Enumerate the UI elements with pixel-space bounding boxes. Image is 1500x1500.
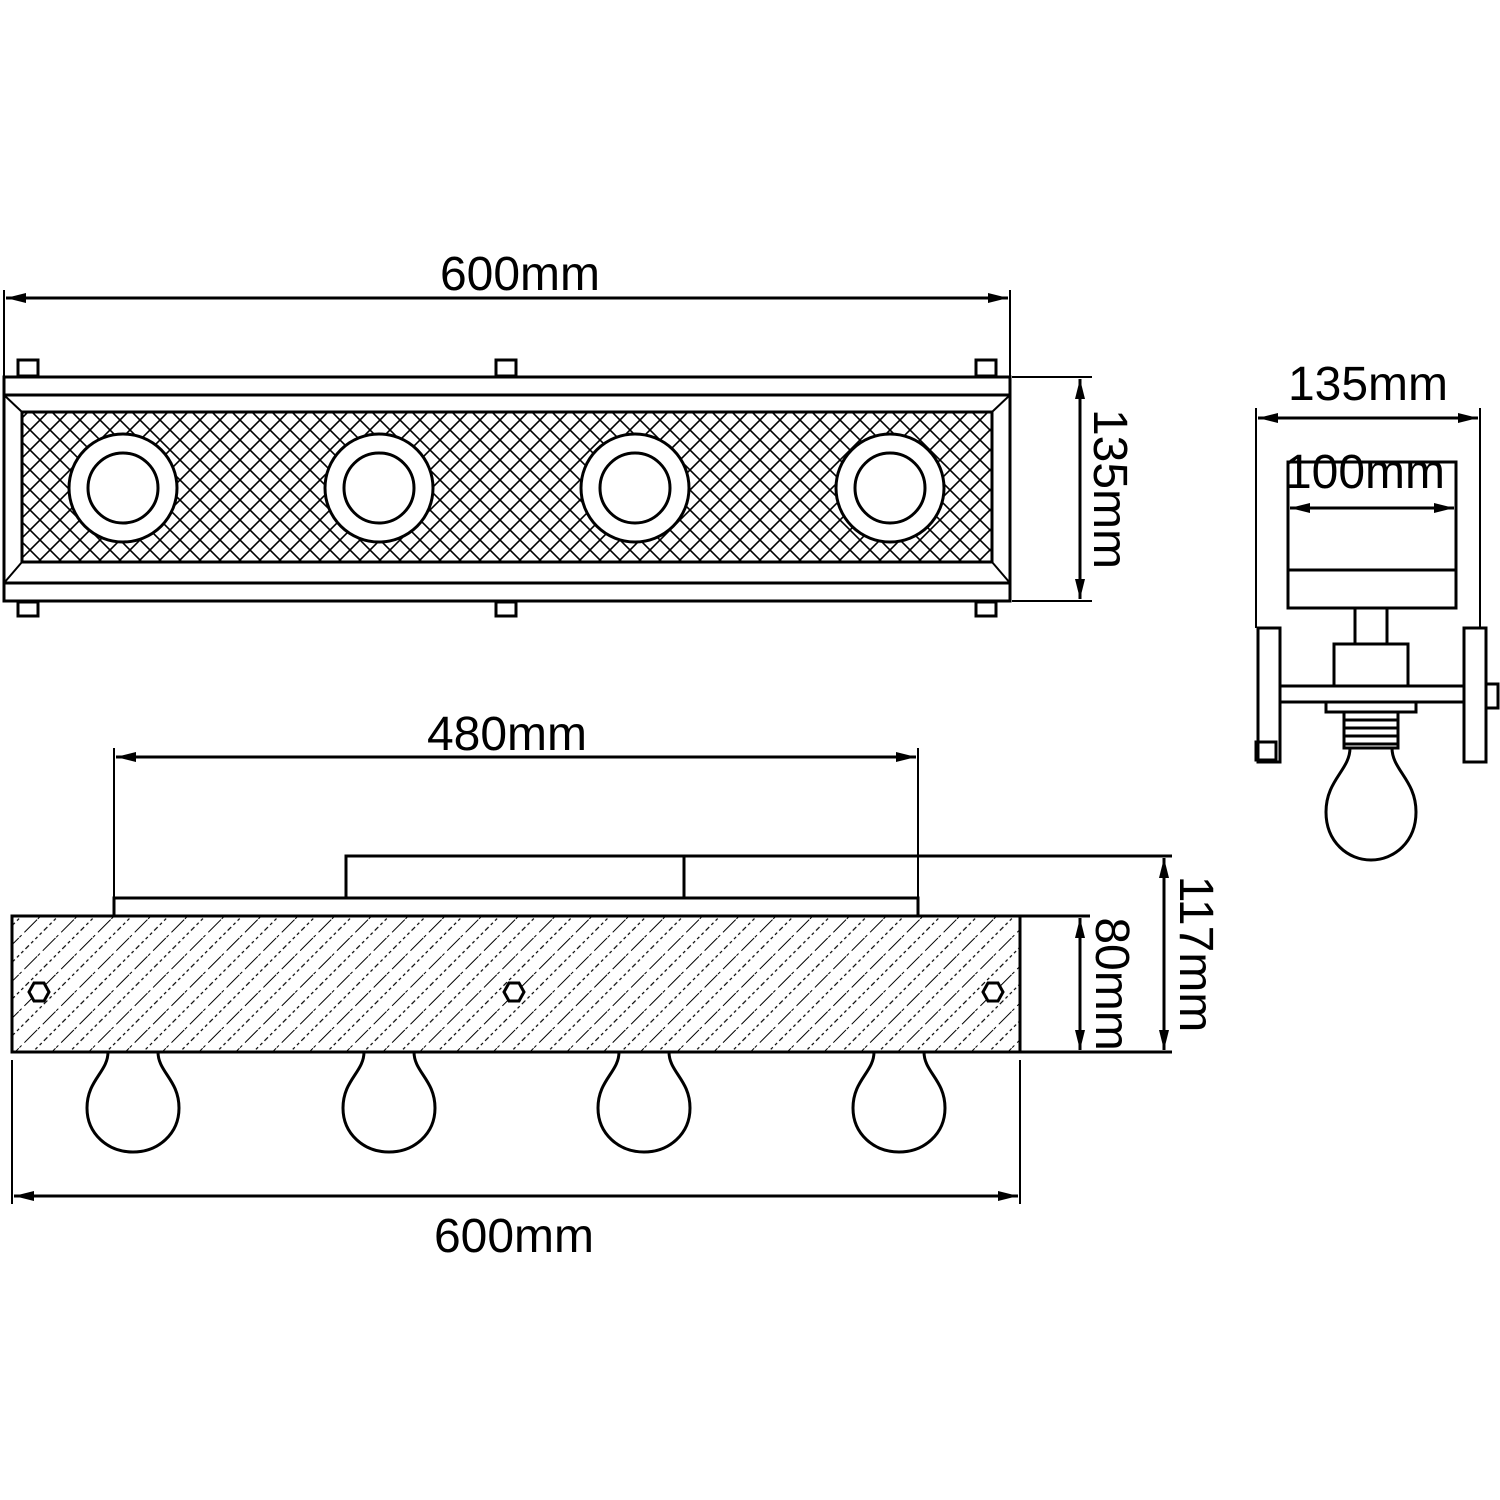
bulb-icon — [851, 1051, 947, 1154]
lamp-holder — [834, 432, 946, 544]
mounting-bar — [112, 896, 920, 918]
mounting-tab — [974, 358, 998, 378]
mounting-tab — [494, 600, 518, 618]
front-view: 480mm 80mm 117mm 600mm — [10, 708, 1222, 1263]
bulb-icon — [596, 1051, 692, 1154]
bulb-icon — [85, 1051, 181, 1154]
lamp-holder — [67, 432, 179, 544]
mounting-tab — [16, 600, 40, 618]
fixture-frame-bevel — [2, 393, 1012, 585]
canopy — [344, 854, 686, 900]
screw-icon — [1484, 682, 1500, 710]
lamp-holder — [579, 432, 691, 544]
bolt-icon — [27, 981, 51, 1003]
crossbar — [1278, 684, 1466, 704]
stem — [1353, 606, 1389, 646]
mounting-tab — [494, 358, 518, 378]
bulb-icon — [341, 1051, 437, 1154]
mounting-tab — [16, 358, 40, 378]
socket-housing — [1332, 642, 1410, 688]
side-plate — [1462, 626, 1488, 764]
dimension-label-top-depth: 135mm — [1083, 409, 1136, 569]
mounting-tab — [974, 600, 998, 618]
socket-thread — [1344, 710, 1398, 746]
dimension-label-front-span: 480mm — [427, 708, 587, 761]
bolt-icon — [981, 981, 1005, 1003]
dimension-label-front-width: 600mm — [434, 1210, 594, 1263]
side-plate — [1256, 626, 1282, 764]
dimension-label-side-inner: 100mm — [1285, 446, 1445, 499]
mesh-panel — [20, 410, 994, 564]
side-view: 135mm 100mm — [1254, 358, 1500, 862]
lamp-holder — [323, 432, 435, 544]
dimension-label-front-total: 117mm — [1169, 876, 1222, 1033]
top-view: 600mm — [2, 248, 1136, 618]
dimension-label-front-body: 80mm — [1085, 917, 1138, 1050]
dimension-label-side-depth: 135mm — [1288, 358, 1448, 411]
dimension-label-top-width: 600mm — [440, 248, 600, 301]
bolt-icon — [502, 981, 526, 1003]
bulb-icon — [1324, 747, 1418, 862]
